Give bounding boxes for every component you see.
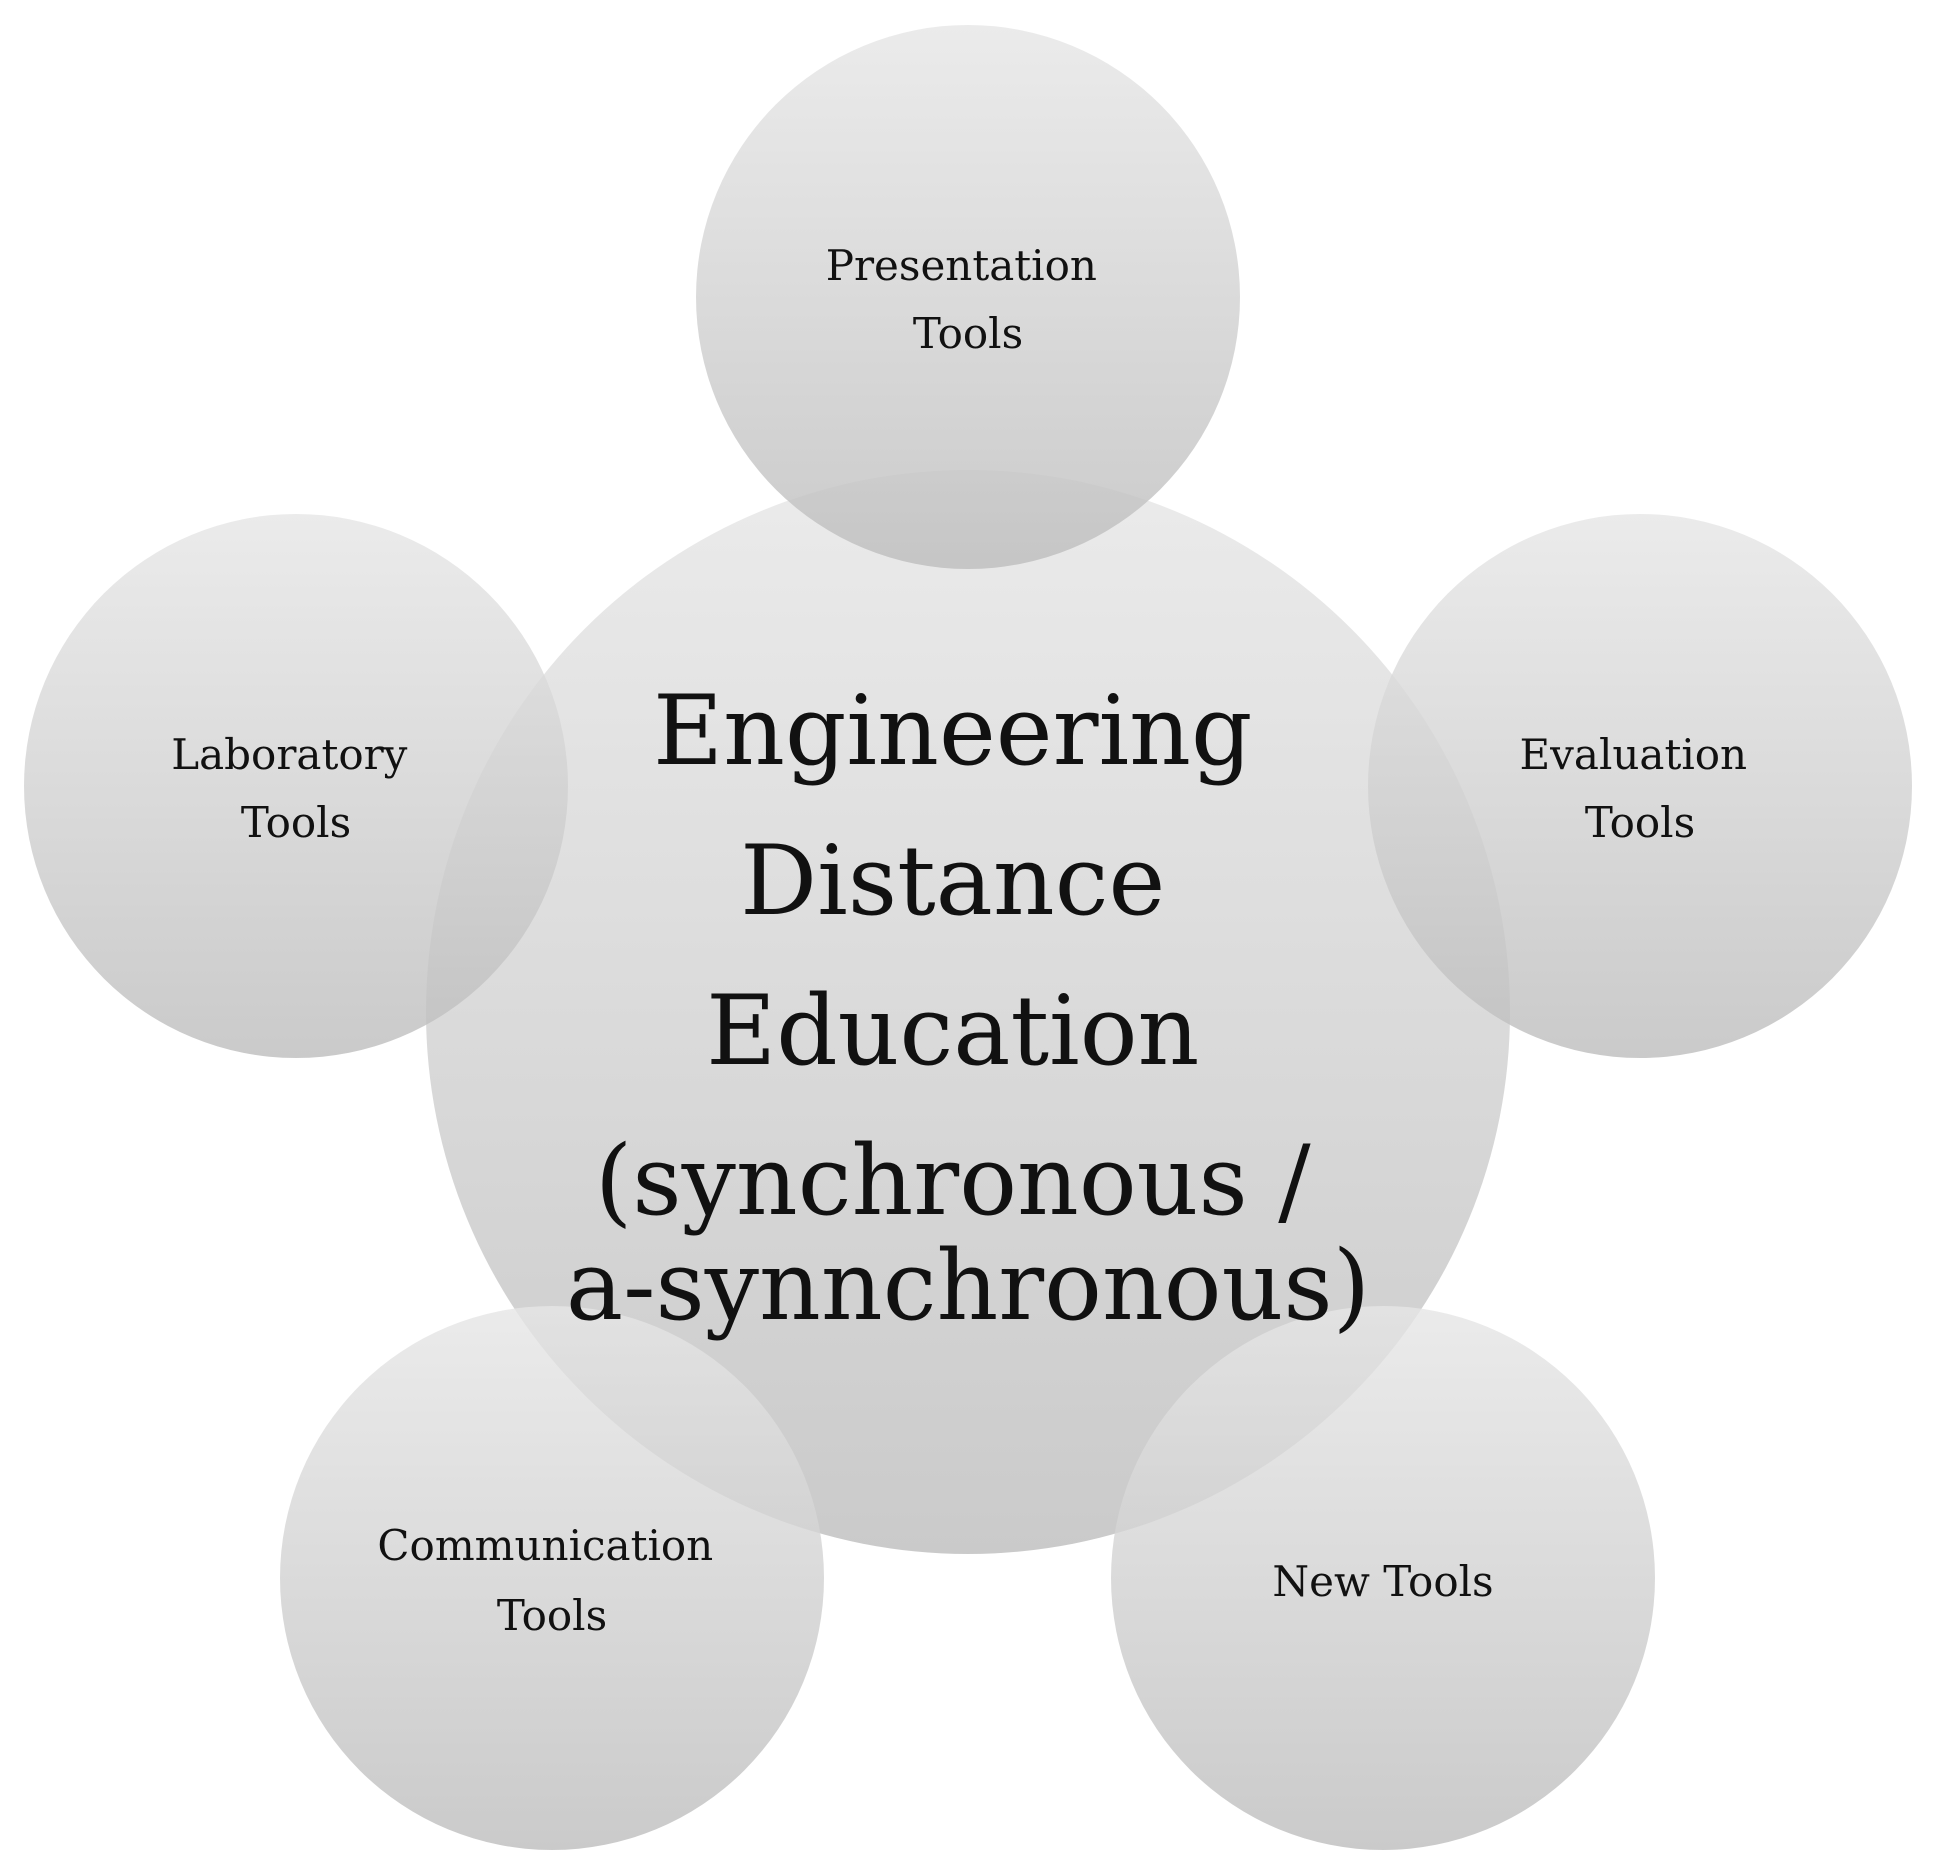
evaluation-tools-label: Evaluation Tools xyxy=(1520,730,1761,847)
evaluation-tools-circle xyxy=(1368,514,1912,1058)
center-label-line-4: (synchronous / xyxy=(595,1125,1311,1237)
presentation-tools-label-line-1: Presentation xyxy=(826,241,1097,290)
center-label-line-3: Education xyxy=(706,975,1199,1087)
presentation-tools-circle xyxy=(696,25,1240,569)
new-tools-label-line-1: New Tools xyxy=(1272,1557,1493,1606)
new-tools-label: New Tools xyxy=(1272,1557,1493,1606)
communication-tools-circle xyxy=(280,1306,824,1850)
evaluation-tools-label-line-1: Evaluation xyxy=(1520,730,1748,779)
laboratory-tools-label: Laboratory Tools xyxy=(171,730,421,847)
presentation-tools-label: Presentation Tools xyxy=(826,241,1111,358)
communication-tools-label-line-2: Tools xyxy=(497,1591,607,1640)
communication-tools-label: Communication Tools xyxy=(377,1521,726,1640)
laboratory-tools-label-line-1: Laboratory xyxy=(171,730,407,779)
laboratory-tools-label-line-2: Tools xyxy=(241,798,351,847)
center-label-line-5: a-synnchronous) xyxy=(566,1230,1370,1342)
center-label-line-2: Distance xyxy=(740,825,1165,937)
evaluation-tools-label-line-2: Tools xyxy=(1585,798,1695,847)
center-label-line-1: Engineering xyxy=(653,675,1252,787)
center-circle xyxy=(426,470,1510,1554)
laboratory-tools-circle xyxy=(24,514,568,1058)
center-label: Engineering Distance Education (synchron… xyxy=(566,675,1370,1342)
presentation-tools-label-line-2: Tools xyxy=(913,309,1023,358)
communication-tools-label-line-1: Communication xyxy=(377,1521,713,1570)
new-tools-circle xyxy=(1111,1306,1655,1850)
